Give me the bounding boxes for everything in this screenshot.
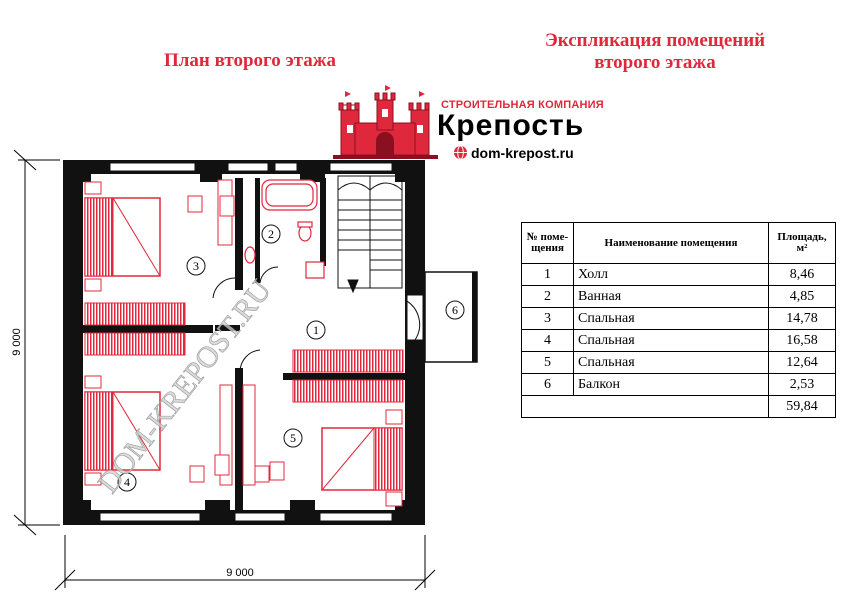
- row-name: Спальная: [573, 329, 769, 352]
- table-row: 2 Ванная 4,85: [521, 285, 836, 308]
- table-header-row: № поме-щения Наименование помещения Площ…: [521, 222, 836, 264]
- row-area: 2,53: [768, 373, 836, 396]
- doors: [212, 266, 421, 373]
- table-row: 3 Спальная 14,78: [521, 307, 836, 330]
- desks-chairs: [187, 195, 285, 483]
- width-dimension-label: 9 000: [226, 567, 254, 579]
- room-marker-5: 5: [290, 431, 296, 445]
- height-dimension-label: 9 000: [11, 328, 23, 356]
- row-name: Спальная: [573, 307, 769, 330]
- table-row: 6 Балкон 2,53: [521, 373, 836, 396]
- row-num: 2: [521, 285, 574, 308]
- brand-url-link[interactable]: dom-krepost.ru: [471, 145, 574, 161]
- row-area: 12,64: [768, 351, 836, 374]
- explication-table: № поме-щения Наименование помещения Площ…: [521, 222, 836, 418]
- room-markers: 1 2 3 4 5 6: [117, 224, 465, 492]
- total-blank: [521, 395, 769, 418]
- room-marker-2: 2: [268, 227, 274, 241]
- row-num: 5: [521, 351, 574, 374]
- dimension-lines: [13, 149, 436, 591]
- globe-icon: [453, 145, 468, 160]
- bathroom-fixtures: [244, 179, 325, 279]
- row-num: 6: [521, 373, 574, 396]
- table-row: 1 Холл 8,46: [521, 263, 836, 286]
- room-marker-3: 3: [193, 259, 199, 273]
- brand-name: Крепость: [437, 109, 585, 142]
- header-area: Площадь, м²: [768, 222, 836, 264]
- row-num: 4: [521, 329, 574, 352]
- row-area: 16,58: [768, 329, 836, 352]
- table-total-row: 59,84: [521, 395, 836, 418]
- room-marker-4: 4: [124, 475, 130, 489]
- header-num: № поме-щения: [521, 222, 574, 264]
- row-area: 4,85: [768, 285, 836, 308]
- stairs: [337, 175, 403, 294]
- header-name: Наименование помещения: [573, 222, 769, 264]
- company-logo[interactable]: СТРОИТЕЛЬНАЯ КОМПАНИЯ Крепость dom-krepo…: [333, 85, 613, 165]
- row-area: 14,78: [768, 307, 836, 330]
- brand-subtitle: СТРОИТЕЛЬНАЯ КОМПАНИЯ: [441, 99, 604, 111]
- room-marker-6: 6: [452, 303, 458, 317]
- bed-room5: [321, 409, 403, 507]
- table-row: 4 Спальная 16,58: [521, 329, 836, 352]
- bed-room3: [84, 181, 161, 292]
- row-num: 3: [521, 307, 574, 330]
- row-name: Балкон: [573, 373, 769, 396]
- explication-title: Экспликация помещений второго этажа: [544, 30, 766, 73]
- row-name: Холл: [573, 263, 769, 286]
- total-area: 59,84: [768, 395, 836, 418]
- interior-walls: [83, 178, 405, 510]
- row-num: 1: [521, 263, 574, 286]
- row-area: 8,46: [768, 263, 836, 286]
- table-row: 5 Спальная 12,64: [521, 351, 836, 374]
- fortress-icon: [333, 85, 438, 159]
- row-name: Спальная: [573, 351, 769, 374]
- wardrobes: [84, 179, 404, 486]
- room-marker-1: 1: [313, 323, 319, 337]
- balcony: [424, 271, 478, 363]
- bed-room4: [84, 375, 161, 486]
- row-name: Ванная: [573, 285, 769, 308]
- plan-title: План второго этажа: [163, 50, 337, 71]
